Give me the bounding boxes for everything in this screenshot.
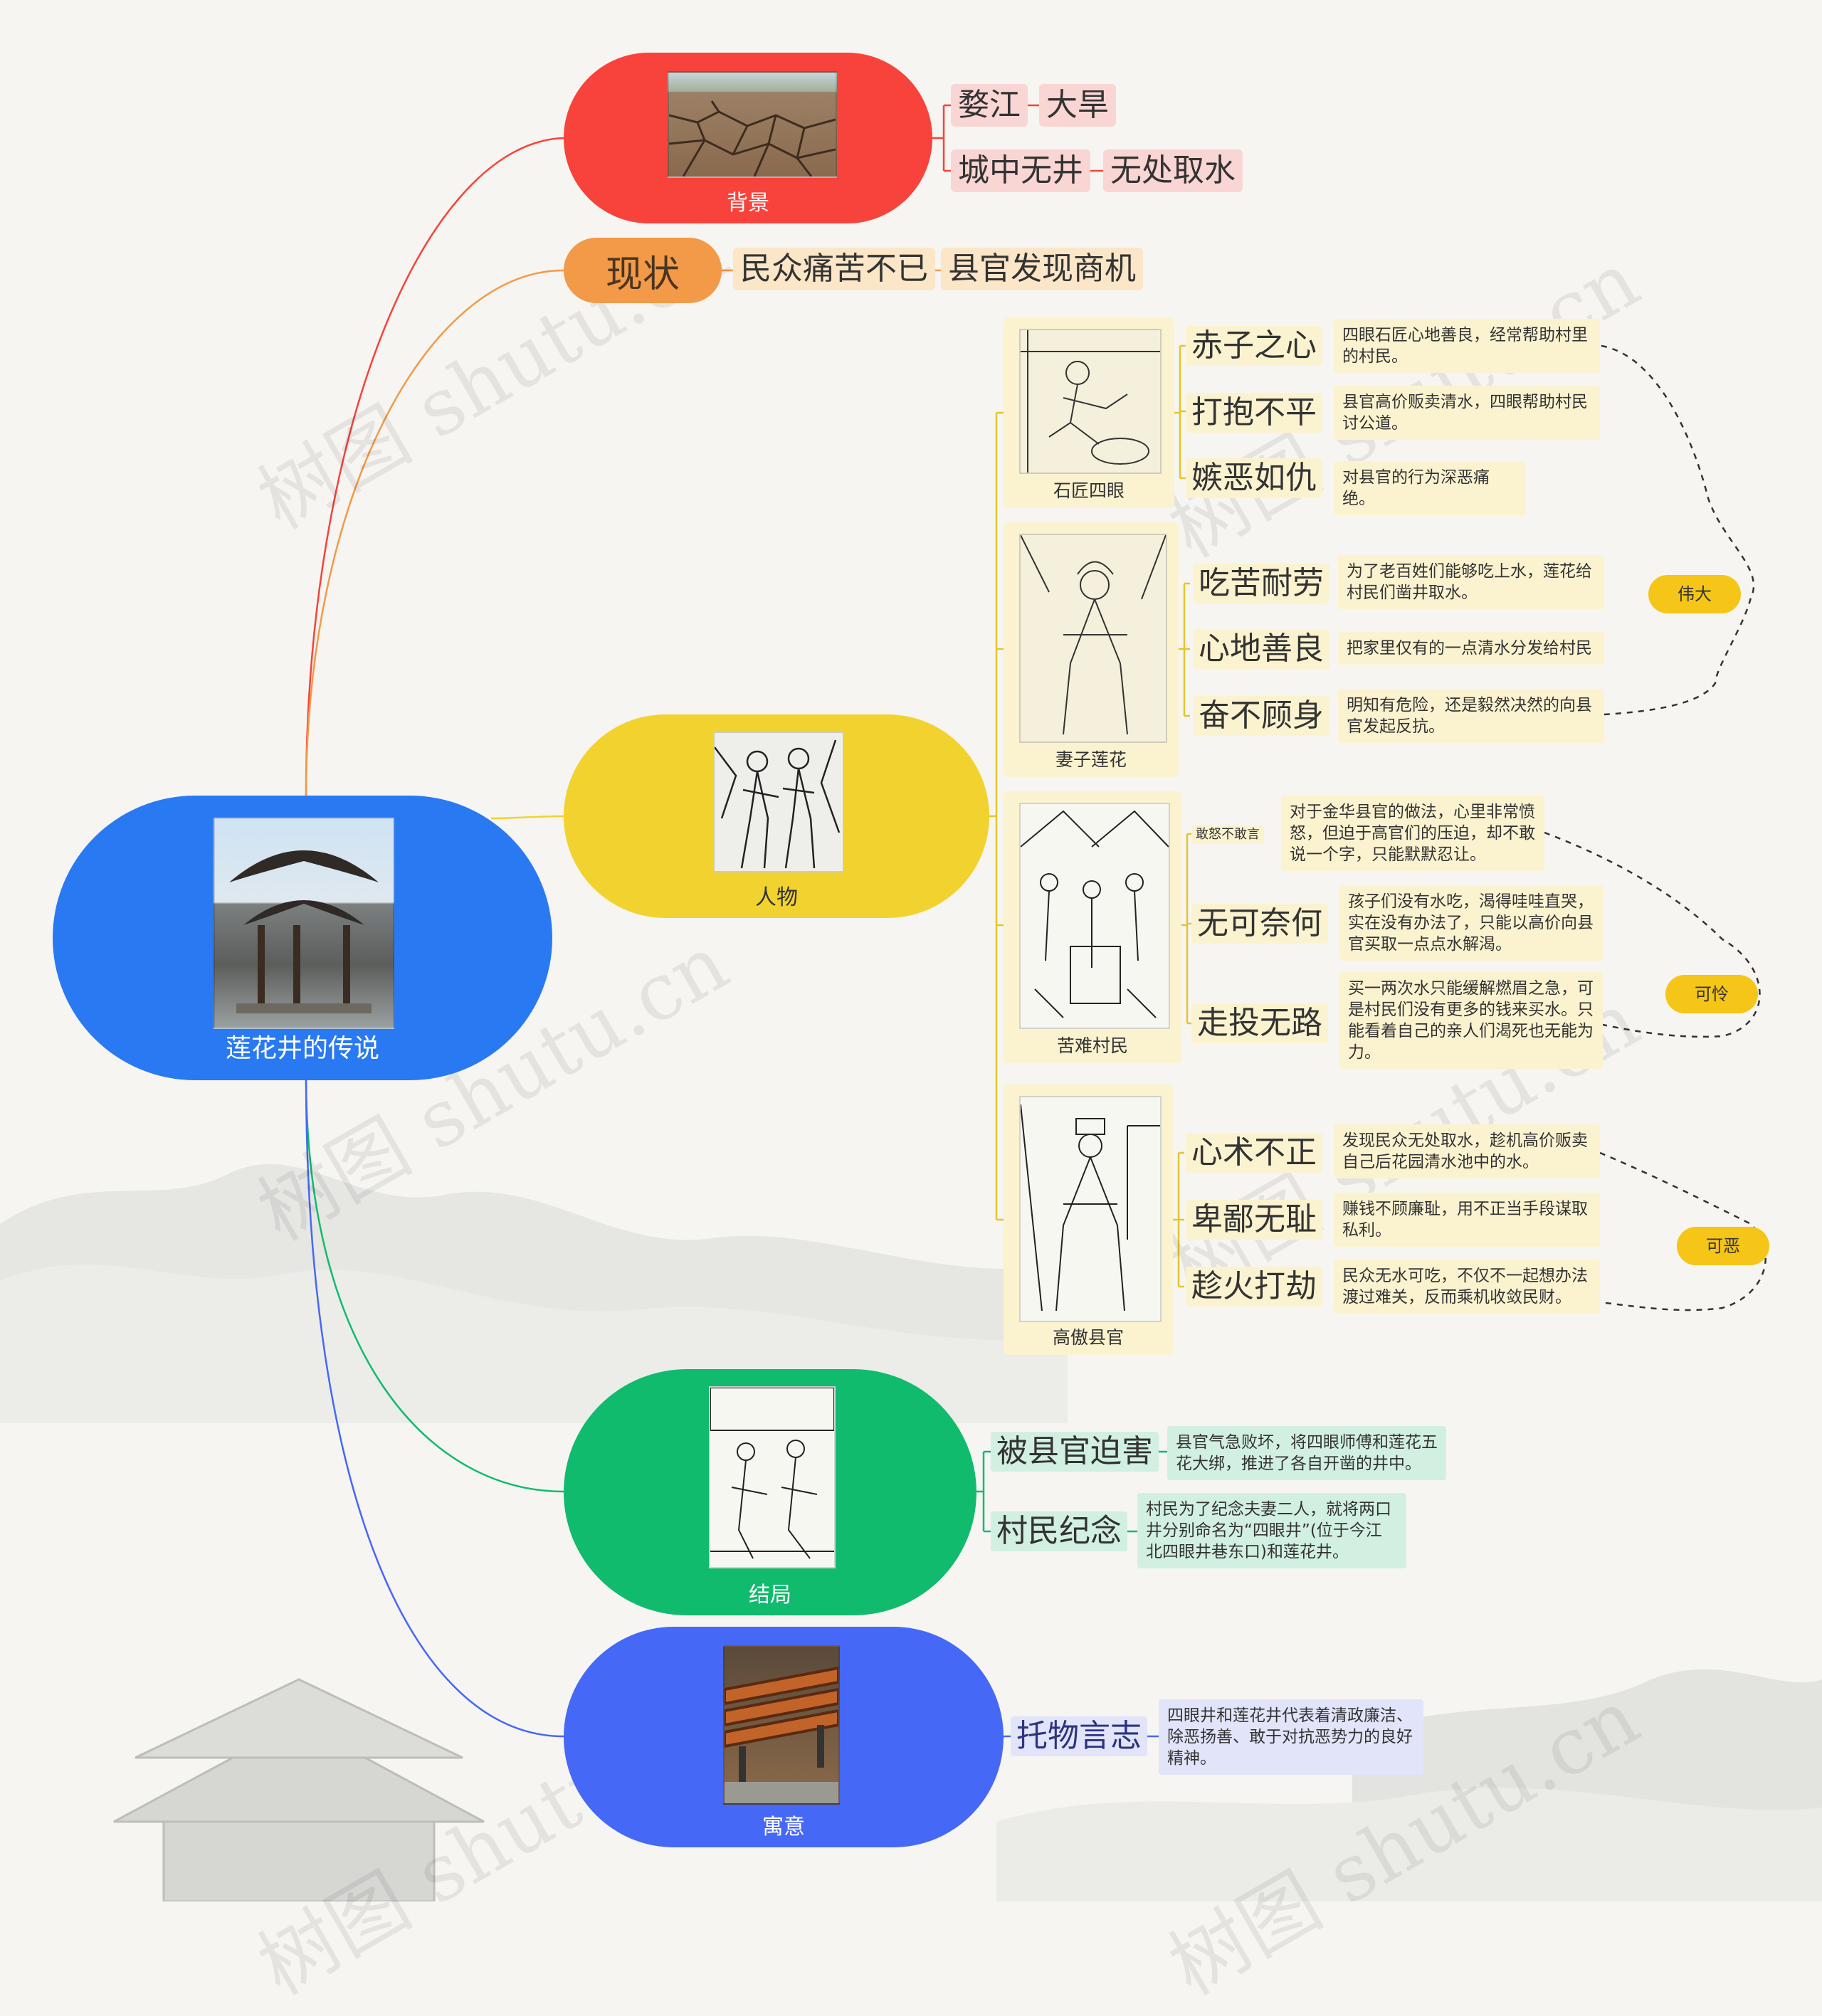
cracked-earth-photo bbox=[668, 71, 837, 178]
trait-label[interactable]: 心术不正 bbox=[1186, 1133, 1322, 1173]
wooden-bench-photo bbox=[723, 1645, 840, 1805]
trait-label[interactable]: 卑鄙无耻 bbox=[1186, 1200, 1322, 1240]
trait-description: 把家里仅有的一点清水分发给村民 bbox=[1338, 632, 1604, 665]
trait-label[interactable]: 敢怒不敢言 bbox=[1191, 825, 1264, 844]
summary-badge[interactable]: 可恶 bbox=[1677, 1227, 1769, 1265]
character-card-official[interactable]: 高傲县官 bbox=[1004, 1084, 1173, 1355]
ending-item-label[interactable]: 被县官迫害 bbox=[991, 1432, 1159, 1472]
official-illustration bbox=[1019, 1096, 1162, 1322]
trait-description: 县官高价贩卖清水，四眼帮助村民讨公道。 bbox=[1334, 386, 1600, 440]
ending-item-label[interactable]: 村民纪念 bbox=[991, 1511, 1127, 1551]
background-tag[interactable]: 婺江 bbox=[951, 84, 1028, 127]
branch-ending-label: 结局 bbox=[749, 1583, 791, 1608]
character-card-lianhua[interactable]: 妻子莲花 bbox=[1004, 522, 1179, 777]
background-tag[interactable]: 城中无井 bbox=[951, 149, 1090, 192]
trait-label[interactable]: 嫉恶如仇 bbox=[1186, 458, 1322, 498]
status-tag[interactable]: 县官发现商机 bbox=[941, 248, 1143, 290]
trait-label[interactable]: 走投无路 bbox=[1191, 1003, 1328, 1043]
pavilion-photo bbox=[214, 817, 394, 1029]
root-node[interactable]: 莲花井的传说 bbox=[53, 796, 552, 1080]
root-title: 莲花井的传说 bbox=[225, 1034, 379, 1063]
trait-label[interactable]: 赤子之心 bbox=[1186, 326, 1322, 366]
characters-illustration bbox=[713, 732, 844, 872]
summary-badge[interactable]: 伟大 bbox=[1648, 575, 1741, 613]
branch-meaning-label: 寓意 bbox=[762, 1815, 805, 1840]
trait-description: 民众无水可吃，不仅不一起想办法渡过难关，反而乘机收敛民财。 bbox=[1334, 1260, 1600, 1314]
character-name: 石匠四眼 bbox=[1053, 480, 1125, 501]
character-name: 苦难村民 bbox=[1056, 1035, 1128, 1056]
background-tag[interactable]: 大旱 bbox=[1039, 84, 1116, 127]
trait-description: 明知有危险，还是毅然决然的向县官发起反抗。 bbox=[1338, 689, 1604, 743]
connector-lines bbox=[305, 104, 1767, 1738]
character-card-villagers[interactable]: 苦难村民 bbox=[1004, 791, 1181, 1063]
meaning-item-label[interactable]: 托物言志 bbox=[1011, 1716, 1147, 1756]
ending-item-description: 县官气急败坏，将四眼师傅和莲花五花大绑，推进了各自开凿的井中。 bbox=[1167, 1426, 1446, 1480]
trait-label[interactable]: 打抱不平 bbox=[1186, 393, 1322, 433]
trait-description: 赚钱不顾廉耻，用不正当手段谋取私利。 bbox=[1334, 1193, 1600, 1247]
trait-label[interactable]: 趁火打劫 bbox=[1186, 1267, 1322, 1307]
trait-label[interactable]: 无可奈何 bbox=[1191, 904, 1328, 944]
trait-description: 孩子们没有水吃，渴得哇哇直哭，实在没有办法了，只能以高价向县官买取一点点水解渴。 bbox=[1339, 885, 1603, 961]
mindmap-canvas: 树图 shutu.cn 树图 shutu.cn 树图 shutu.cn 树图 s… bbox=[0, 53, 1822, 2012]
character-card-stonemason[interactable]: 石匠四眼 bbox=[1004, 317, 1174, 508]
trait-description: 对县官的行为深恶痛绝。 bbox=[1334, 461, 1526, 515]
trait-description: 四眼石匠心地善良，经常帮助村里的村民。 bbox=[1334, 319, 1600, 373]
character-name: 妻子莲花 bbox=[1055, 749, 1127, 770]
trait-description: 发现民众无处取水，趁机高价贩卖自己后花园清水池中的水。 bbox=[1334, 1124, 1600, 1178]
trait-label[interactable]: 心地善良 bbox=[1193, 629, 1329, 669]
ending-illustration bbox=[709, 1386, 836, 1568]
status-tag[interactable]: 民众痛苦不已 bbox=[733, 248, 935, 290]
trait-description: 买一两次水只能缓解燃眉之急，可是村民们没有更多的钱来买水。只能看着自己的亲人们渴… bbox=[1339, 972, 1603, 1069]
branch-status-label: 现状 bbox=[605, 253, 680, 296]
meaning-item-description: 四眼井和莲花井代表着清政廉洁、除恶扬善、敢于对抗恶势力的良好精神。 bbox=[1159, 1699, 1423, 1775]
trait-label[interactable]: 吃苦耐劳 bbox=[1193, 564, 1329, 603]
branch-ending[interactable]: 结局 bbox=[564, 1369, 976, 1615]
branch-background-label: 背景 bbox=[727, 191, 769, 216]
trait-description: 为了老百姓们能够吃上水，莲花给村民们凿井取水。 bbox=[1338, 555, 1604, 609]
lianhua-illustration bbox=[1019, 534, 1167, 743]
summary-badge[interactable]: 可怜 bbox=[1665, 975, 1758, 1013]
branch-meaning[interactable]: 寓意 bbox=[564, 1627, 1004, 1847]
character-name: 高傲县官 bbox=[1052, 1327, 1124, 1348]
branch-background[interactable]: 背景 bbox=[564, 53, 932, 223]
branch-status[interactable]: 现状 bbox=[564, 238, 722, 303]
villagers-illustration bbox=[1019, 803, 1170, 1029]
ending-item-description: 村民为了纪念夫妻二人，就将两口井分别命名为“四眼井”(位于今江北四眼井巷东口)和… bbox=[1137, 1493, 1406, 1568]
branch-characters-label: 人物 bbox=[755, 885, 798, 910]
trait-label[interactable]: 奋不顾身 bbox=[1193, 696, 1329, 736]
stonemason-illustration bbox=[1019, 329, 1162, 474]
branch-characters[interactable]: 人物 bbox=[564, 714, 989, 918]
trait-description: 对于金华县官的做法，心里非常愤怒，但迫于高官们的压迫，却不敢说一个字，只能默默忍… bbox=[1281, 796, 1544, 871]
background-tag[interactable]: 无处取水 bbox=[1103, 149, 1243, 192]
